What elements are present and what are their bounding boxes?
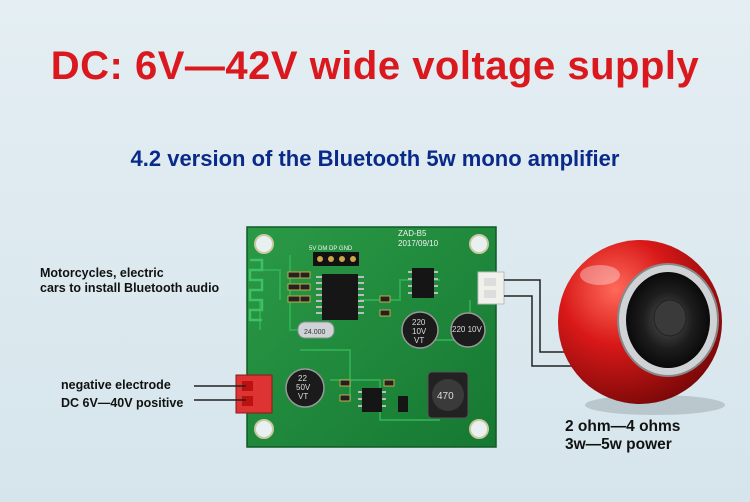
speaker-wire-2 <box>504 295 600 367</box>
cap-label: VT <box>298 392 308 401</box>
pin-labels: 5V DM DP GND <box>309 246 353 252</box>
usb-pin-header <box>313 252 359 266</box>
speaker <box>558 240 725 415</box>
cap-label: VT <box>414 336 424 345</box>
negative-label: negative electrode <box>61 378 171 392</box>
subheadline: 4.2 version of the Bluetooth 5w mono amp… <box>130 146 620 171</box>
power-connector <box>235 374 273 414</box>
cap-label: 220 <box>412 318 426 327</box>
inductor <box>427 371 469 419</box>
amplifier-chip <box>408 268 438 298</box>
cap-label: 220 10V <box>452 325 482 334</box>
headline: DC: 6V—42V wide voltage supply <box>50 44 700 88</box>
capacitor-220uf-2 <box>450 312 486 348</box>
capacitor-22uf <box>285 368 325 408</box>
positive-label: DC 6V—40V positive <box>61 396 184 410</box>
mounting-hole <box>254 419 274 439</box>
crystal-label: 24.000 <box>304 329 326 336</box>
regulator-chip <box>358 388 386 412</box>
amplifier-board: 5V DM DP GND ZAD-B5 2017/09/10 <box>194 226 600 448</box>
bluetooth-chip <box>316 274 364 320</box>
mounting-hole <box>254 234 274 254</box>
speaker-dustcap <box>653 299 687 337</box>
install-label-line2: cars to install Bluetooth audio <box>40 281 220 295</box>
cap-label: 50V <box>296 383 311 392</box>
cap-label: 22 <box>298 374 307 383</box>
antenna-trace <box>248 258 264 322</box>
impedance-label: 2 ohm—4 ohms <box>565 418 681 435</box>
power-label: 3w—5w power <box>565 436 672 453</box>
crystal-oscillator <box>297 321 335 339</box>
cap-label: 10V <box>412 327 427 336</box>
resistor-array <box>287 271 395 402</box>
mounting-hole <box>469 234 489 254</box>
mounting-hole <box>469 419 489 439</box>
capacitor-220uf <box>401 311 439 349</box>
diode <box>398 396 408 412</box>
inductor-label: 470 <box>437 391 454 402</box>
board-model: ZAD-B5 <box>398 229 427 238</box>
install-label-line1: Motorcycles, electric <box>40 266 164 280</box>
board-date: 2017/09/10 <box>398 239 439 248</box>
speaker-connector <box>477 271 505 305</box>
